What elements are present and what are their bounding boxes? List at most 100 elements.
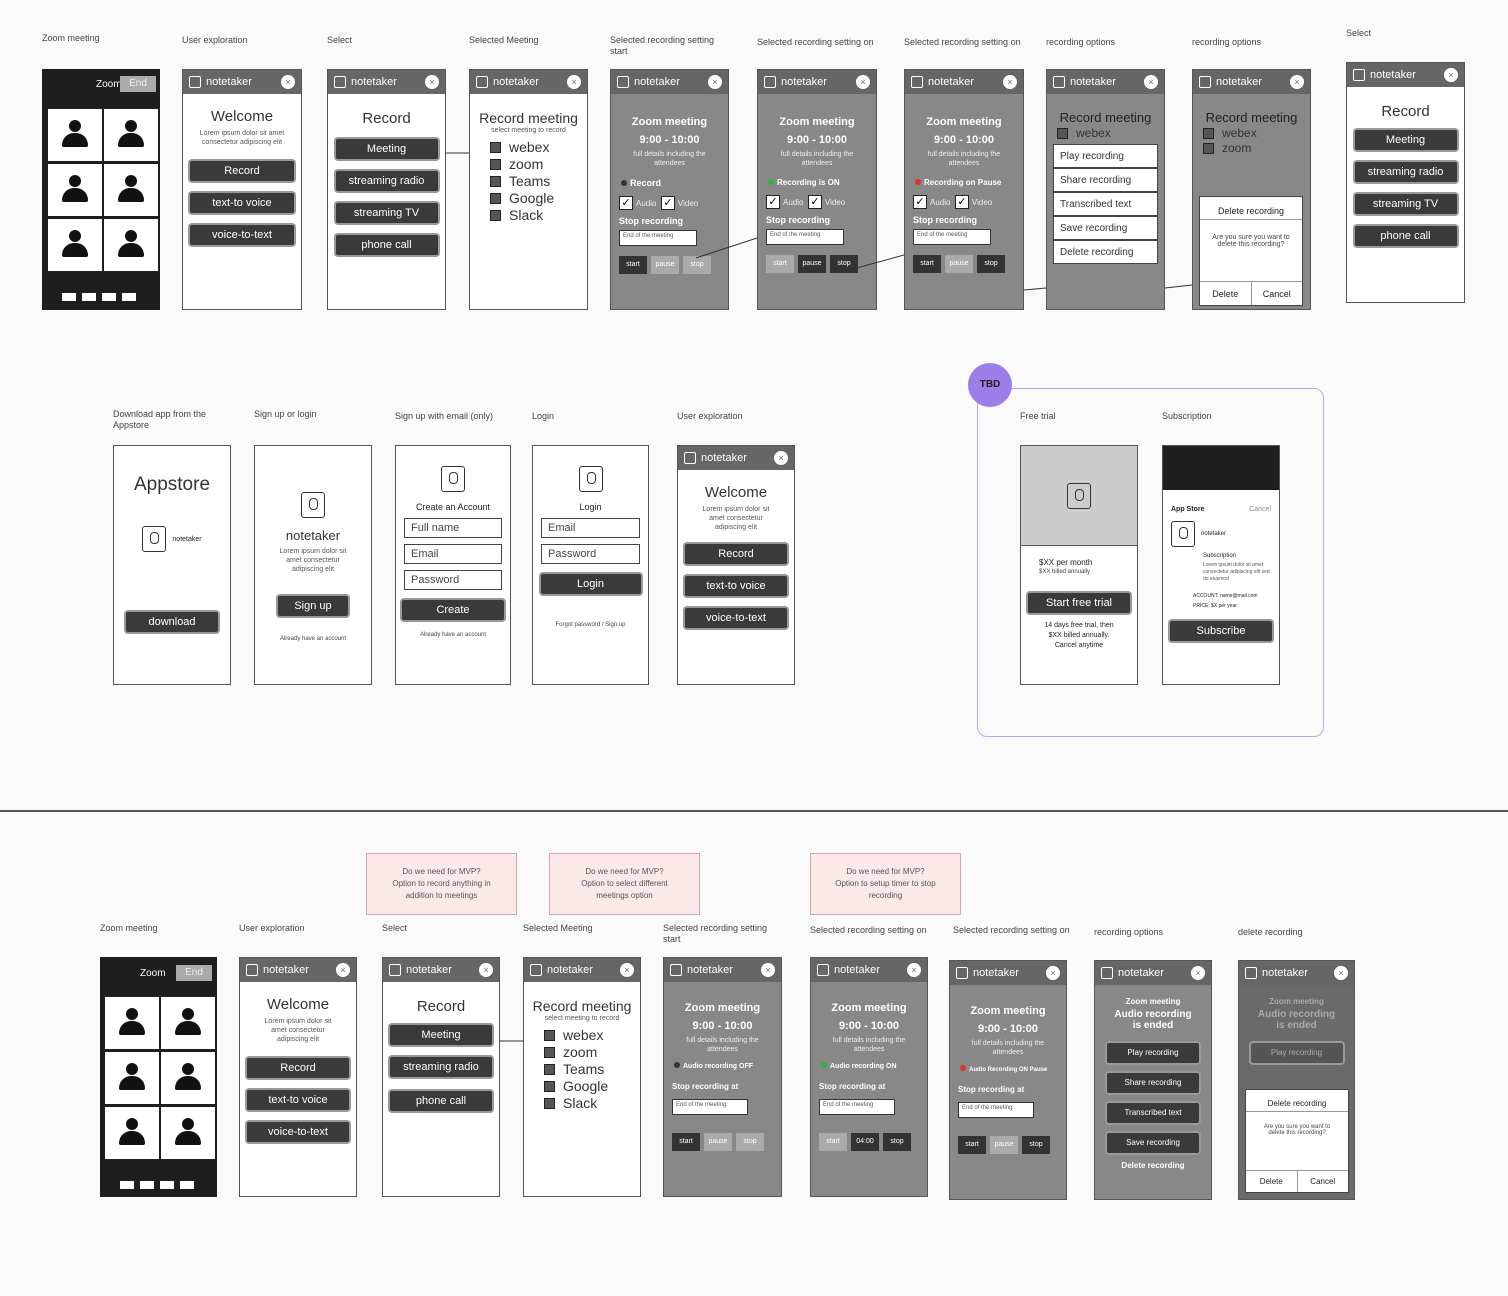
pause-button[interactable]: pause [798, 255, 826, 273]
streaming-radio-button[interactable]: streaming radio [335, 171, 438, 191]
app-option-webex[interactable]: webex [1203, 126, 1310, 140]
stop-button[interactable]: stop [977, 255, 1005, 273]
app-option-webex[interactable]: webex [544, 1027, 640, 1043]
transcribed-text-item[interactable]: Transcribed text [1053, 192, 1158, 216]
streaming-radio-button[interactable]: streaming radio [1354, 162, 1457, 182]
app-option-google[interactable]: Google [490, 190, 587, 206]
text-to-voice-button[interactable]: text-to voice [685, 576, 787, 596]
app-option-zoom[interactable]: zoom [544, 1044, 640, 1060]
close-icon[interactable]: × [1334, 966, 1348, 980]
video-checkbox[interactable]: ✓ [954, 195, 969, 209]
streaming-radio-button[interactable]: streaming radio [390, 1057, 492, 1077]
pause-button[interactable]: pause [651, 256, 679, 274]
text-to-voice-button[interactable]: text-to voice [190, 193, 294, 213]
delete-button[interactable]: Delete [1200, 282, 1252, 305]
app-option-google[interactable]: Google [544, 1078, 640, 1094]
control-button[interactable] [82, 293, 96, 301]
close-icon[interactable]: × [1444, 68, 1458, 82]
control-button[interactable] [120, 1181, 134, 1189]
start-button[interactable]: start [913, 255, 941, 273]
close-icon[interactable]: × [907, 963, 921, 977]
stop-button[interactable]: stop [883, 1133, 911, 1151]
login-footer[interactable]: Forgot password / Sign up [555, 622, 626, 628]
video-checkbox[interactable]: ✓ [660, 196, 675, 210]
stop-input[interactable]: End of the meeting [819, 1099, 895, 1115]
create-button[interactable]: Create [402, 600, 504, 620]
control-button[interactable] [180, 1181, 194, 1189]
delete-recording-item[interactable]: Delete recording [1053, 240, 1158, 264]
phone-call-button[interactable]: phone call [390, 1091, 492, 1111]
record-button[interactable]: Record [247, 1058, 349, 1078]
play-recording-item[interactable]: Play recording [1053, 144, 1158, 168]
stop-button[interactable]: stop [683, 256, 711, 274]
app-option-zoom[interactable]: zoom [1203, 141, 1310, 155]
phone-call-button[interactable]: phone call [1354, 226, 1457, 246]
create-footer[interactable]: Already have an account [419, 632, 487, 638]
email-field[interactable]: Email [404, 544, 502, 564]
app-option-teams[interactable]: Teams [490, 173, 587, 189]
streaming-tv-button[interactable]: streaming TV [335, 203, 438, 223]
start-trial-button[interactable]: Start free trial [1028, 593, 1130, 613]
close-icon[interactable]: × [567, 75, 581, 89]
meeting-button[interactable]: Meeting [1354, 130, 1457, 150]
signup-button[interactable]: Sign up [278, 596, 348, 616]
record-button[interactable]: Record [685, 544, 787, 564]
save-recording-item[interactable]: Save recording [1053, 216, 1158, 240]
close-icon[interactable]: × [425, 75, 439, 89]
close-icon[interactable]: × [620, 963, 634, 977]
control-button[interactable] [62, 293, 76, 301]
meeting-button[interactable]: Meeting [390, 1025, 492, 1045]
signup-footer[interactable]: Already have an account [279, 636, 347, 642]
play-recording-button[interactable]: Play recording [1107, 1043, 1199, 1063]
download-button[interactable]: download [126, 612, 218, 632]
stop-button[interactable]: stop [736, 1133, 764, 1151]
end-button[interactable]: End [120, 76, 156, 92]
start-button[interactable]: start [819, 1133, 847, 1151]
voice-to-text-button[interactable]: voice-to-text [190, 225, 294, 245]
delete-button[interactable]: Delete [1246, 1171, 1298, 1192]
close-icon[interactable]: × [1046, 966, 1060, 980]
delete-recording-link[interactable]: Delete recording [1121, 1161, 1185, 1170]
close-icon[interactable]: × [761, 963, 775, 977]
login-button[interactable]: Login [540, 574, 641, 594]
close-icon[interactable]: × [1003, 75, 1017, 89]
start-button[interactable]: start [766, 255, 794, 273]
app-option-webex[interactable]: webex [1057, 126, 1164, 140]
full-name-field[interactable]: Full name [404, 518, 502, 538]
share-recording-button[interactable]: Share recording [1107, 1073, 1199, 1093]
audio-checkbox[interactable]: ✓ [913, 195, 927, 209]
app-option-slack[interactable]: Slack [544, 1095, 640, 1111]
control-button[interactable] [160, 1181, 174, 1189]
pause-button[interactable]: pause [990, 1136, 1018, 1154]
app-option-slack[interactable]: Slack [490, 207, 587, 223]
close-icon[interactable]: × [774, 451, 788, 465]
stop-button[interactable]: stop [830, 255, 858, 273]
close-icon[interactable]: × [336, 963, 350, 977]
app-option-zoom[interactable]: zoom [490, 156, 587, 172]
voice-to-text-button[interactable]: voice-to-text [685, 608, 787, 628]
transcribed-text-button[interactable]: Transcribed text [1107, 1103, 1199, 1123]
audio-checkbox[interactable]: ✓ [619, 196, 633, 210]
share-recording-item[interactable]: Share recording [1053, 168, 1158, 192]
start-button[interactable]: start [619, 256, 647, 274]
save-recording-button[interactable]: Save recording [1107, 1133, 1199, 1153]
pause-button[interactable]: pause [704, 1133, 732, 1151]
stop-input[interactable]: End of the meeting [619, 230, 697, 246]
control-button[interactable] [102, 293, 116, 301]
voice-to-text-button[interactable]: voice-to-text [247, 1122, 349, 1142]
app-option-teams[interactable]: Teams [544, 1061, 640, 1077]
close-icon[interactable]: × [1191, 966, 1205, 980]
cancel-button[interactable]: Cancel [1310, 1177, 1336, 1186]
control-button[interactable] [140, 1181, 154, 1189]
close-icon[interactable]: × [1290, 75, 1304, 89]
video-checkbox[interactable]: ✓ [807, 195, 822, 209]
close-icon[interactable]: × [1144, 75, 1158, 89]
close-icon[interactable]: × [856, 75, 870, 89]
stop-input[interactable]: End of the meeting [766, 229, 844, 245]
pause-button[interactable]: pause [945, 255, 973, 273]
start-button[interactable]: start [958, 1136, 986, 1154]
audio-checkbox[interactable]: ✓ [766, 195, 780, 209]
close-icon[interactable]: × [479, 963, 493, 977]
password-field[interactable]: Password [541, 544, 640, 564]
stop-input[interactable]: End of the meeting [913, 229, 991, 245]
